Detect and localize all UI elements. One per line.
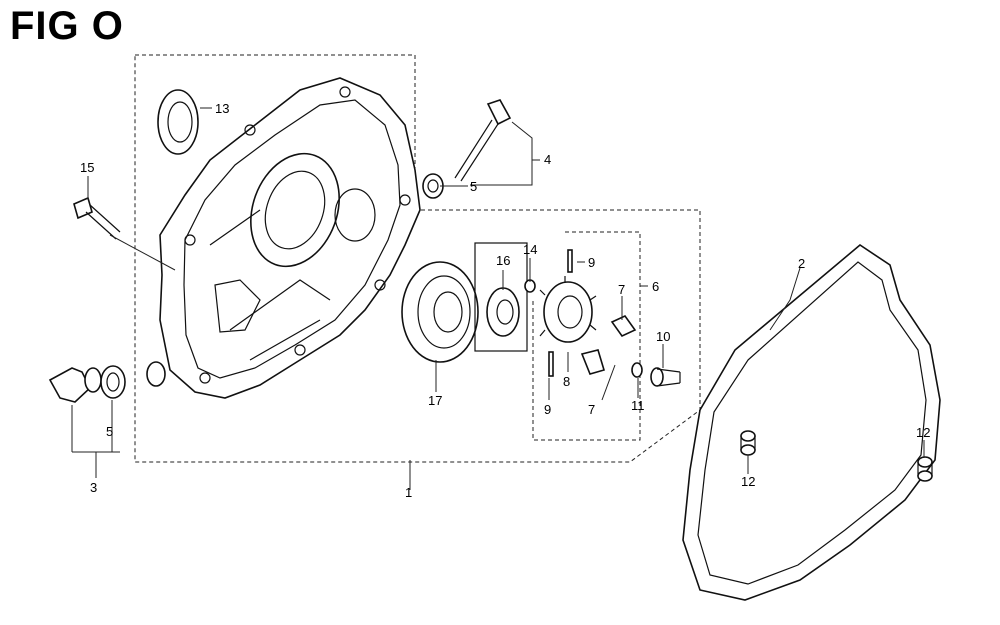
assembly-boundary-1 [134,54,701,463]
callout-15: 15 [80,160,94,175]
gasket-2 [682,244,941,601]
callout-6: 6 [652,279,659,294]
dowel-pin-12-left [740,430,756,456]
pin-9-lower [548,351,554,377]
governor-gear-8 [539,276,597,343]
governor-weight-7-lower [580,349,605,375]
callout-5-dipstick: 5 [470,179,477,194]
bolt-15 [73,196,121,240]
callout-1: 1 [405,485,412,500]
callout-11: 11 [631,398,645,413]
dipstick-4 [422,99,512,199]
callout-14: 14 [523,242,537,257]
callout-12-left: 12 [741,474,755,489]
governor-weight-7-upper [610,314,637,338]
bearing-17 [401,261,479,363]
drain-plug-3 [48,361,166,403]
figure-title: FIG O [10,4,124,48]
bearing-16 [474,242,528,352]
callout-3: 3 [90,480,97,495]
leader-lines [71,107,925,490]
callout-13: 13 [215,101,229,116]
callout-8: 8 [563,374,570,389]
assembly-boundary-6 [532,231,641,441]
callout-4: 4 [544,152,551,167]
clip-11 [631,362,643,378]
callout-9-lower: 9 [544,402,551,417]
callout-17: 17 [428,393,442,408]
crankcase-cover [159,77,421,399]
oil-seal-13 [157,89,199,155]
callout-10: 10 [656,329,670,344]
bolt-10 [650,367,681,387]
callout-12-right: 12 [916,425,930,440]
callout-7-upper: 7 [618,282,625,297]
callout-9-upper: 9 [588,255,595,270]
callout-2: 2 [798,256,805,271]
dowel-pin-12-right [917,456,933,482]
pin-9-upper [567,249,573,273]
callout-5-drain: 5 [106,424,113,439]
callout-16: 16 [496,253,510,268]
callout-7-lower: 7 [588,402,595,417]
